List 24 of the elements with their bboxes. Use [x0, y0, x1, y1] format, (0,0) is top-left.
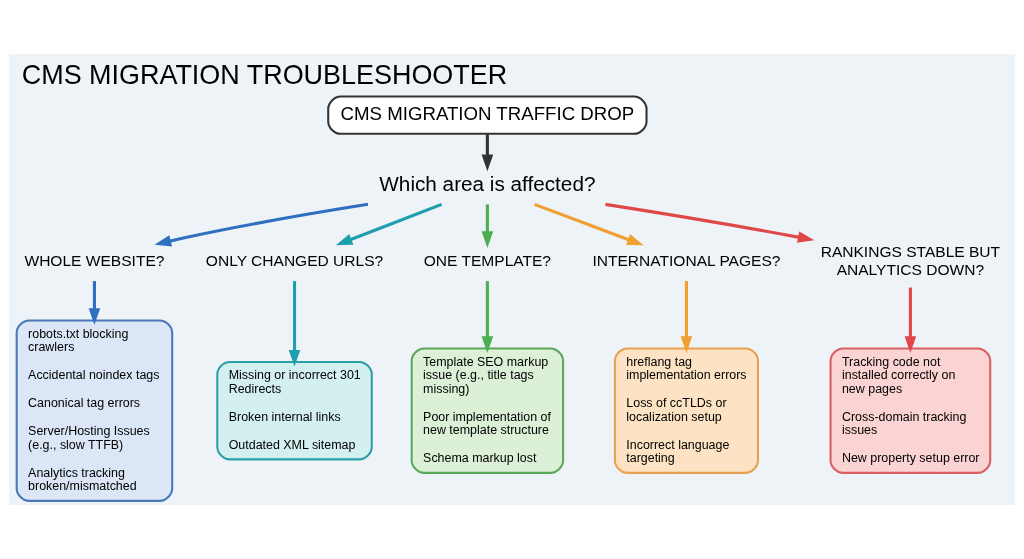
arrow: [605, 202, 815, 243]
node-text: Which area is affected?: [379, 171, 596, 195]
arrow: [335, 202, 443, 246]
arrow: [154, 202, 369, 247]
diagram-title: CMS MIGRATION TROUBLESHOOTER: [21, 59, 508, 90]
arrow: [88, 281, 101, 325]
node-text: RANKINGS STABLE BUT ANALYTICS DOWN?: [820, 243, 1001, 278]
arrow: [288, 281, 301, 367]
arrow: [481, 281, 494, 353]
node-text: ONE TEMPLATE?: [423, 252, 552, 270]
node-box: hreflang tag implementation errors Loss of ccTLDs or localization setup Incorrect language targeting: [613, 347, 759, 474]
node-box: robots.txt blocking crawlers Accidental noindex tags Canonical tag errors Server/Hosting Issues (e.g., slow TTFB) Analytics tracking broken/mismatched: [15, 319, 174, 502]
arrow: [680, 281, 693, 353]
node-text: ONLY CHANGED URLS?: [205, 252, 384, 270]
node-box: CMS MIGRATION TRAFFIC DROP: [327, 95, 648, 135]
node-box: Missing or incorrect 301 Redirects Broken internal links Outdated XML sitemap: [216, 360, 373, 461]
node-box: Template SEO markup issue (e.g., title tags missing) Poor implementation of new template structure Schema markup lost: [410, 347, 565, 474]
arrow: [481, 134, 494, 172]
arrow: [904, 287, 917, 353]
node-text: WHOLE WEBSITE?: [24, 252, 165, 270]
node-box: Tracking code not installed correctly on new pages Cross-domain tracking issues New property setup error: [829, 347, 992, 474]
node-text: INTERNATIONAL PAGES?: [592, 252, 781, 270]
arrow: [534, 202, 644, 246]
arrow: [481, 204, 494, 248]
